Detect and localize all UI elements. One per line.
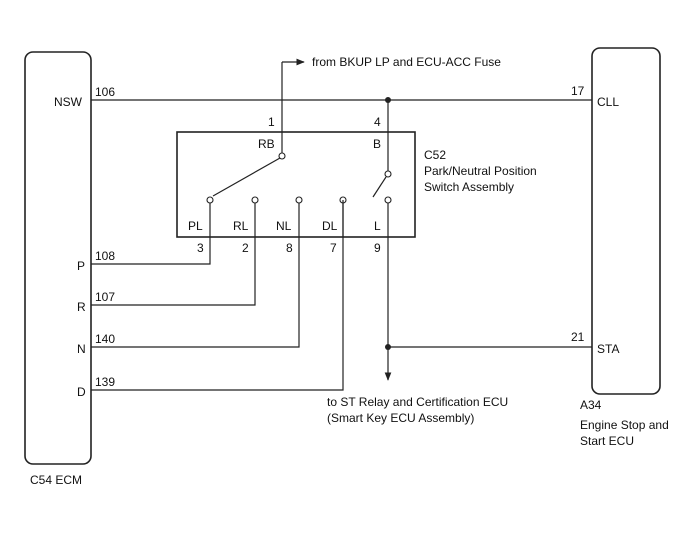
start-ecu-block xyxy=(591,47,661,395)
wire-rl-r xyxy=(91,237,256,306)
start-ecu-pin-21: 21 xyxy=(571,330,585,344)
note-from-fuse: from BKUP LP and ECU-ACC Fuse xyxy=(312,55,501,69)
switch-pin-4: 4 xyxy=(374,115,381,129)
note-to-st-relay-line1: to ST Relay and Certification ECU xyxy=(327,395,508,409)
switch-pin-nl: NL xyxy=(276,219,292,233)
ecm-pin-nsw: NSW xyxy=(54,95,83,109)
nl-contact xyxy=(295,196,303,204)
start-ecu-name-line1: Engine Stop and xyxy=(580,418,669,432)
switch-pin-l: L xyxy=(374,219,381,233)
start-ecu-pin-sta: STA xyxy=(597,342,619,356)
ecm-pin-139: 139 xyxy=(95,375,115,389)
switch-pin-pl: PL xyxy=(188,219,203,233)
ecm-pin-140: 140 xyxy=(95,332,115,346)
ecm-pin-n: N xyxy=(77,342,86,356)
ecm-pin-p: P xyxy=(77,259,85,273)
switch-pin-dl: DL xyxy=(322,219,338,233)
ecm-pin-107: 107 xyxy=(95,290,115,304)
pl-contact xyxy=(206,196,214,204)
b-contact xyxy=(384,170,392,178)
ecm-pin-108: 108 xyxy=(95,249,115,263)
switch-name-line1: Park/Neutral Position xyxy=(424,164,537,178)
rb-wiper xyxy=(212,157,281,197)
switch-pin-rb: RB xyxy=(258,137,275,151)
rb-contact xyxy=(278,152,286,160)
ecm-block xyxy=(24,51,92,465)
switch-pin-rl: RL xyxy=(233,219,249,233)
ecm-pin-106: 106 xyxy=(95,85,115,99)
switch-name-line2: Switch Assembly xyxy=(424,180,514,194)
start-ecu-pin-cll: CLL xyxy=(597,95,619,109)
start-ecu-name-line2: Start ECU xyxy=(580,434,634,448)
ecm-label: C54 ECM xyxy=(30,473,82,487)
switch-code: C52 xyxy=(424,148,446,162)
switch-pin-1: 1 xyxy=(268,115,275,129)
switch-pin-3: 3 xyxy=(197,241,204,255)
l-contact xyxy=(384,196,392,204)
start-ecu-pin-17: 17 xyxy=(571,84,585,98)
ecm-pin-d: D xyxy=(77,385,86,399)
switch-pin-7: 7 xyxy=(330,241,337,255)
ecm-pin-r: R xyxy=(77,300,86,314)
switch-pin-2: 2 xyxy=(242,241,249,255)
switch-pin-b: B xyxy=(373,137,381,151)
switch-pin-9: 9 xyxy=(374,241,381,255)
wire-nl-n xyxy=(91,237,300,348)
switch-pin-8: 8 xyxy=(286,241,293,255)
rl-contact xyxy=(251,196,259,204)
wire-dl-d xyxy=(91,200,344,391)
wire-pl-p xyxy=(91,237,211,265)
switch-block xyxy=(176,131,416,238)
note-to-st-relay-line2: (Smart Key ECU Assembly) xyxy=(327,411,474,425)
start-ecu-code: A34 xyxy=(580,398,602,412)
b-switch-blade xyxy=(372,176,387,198)
